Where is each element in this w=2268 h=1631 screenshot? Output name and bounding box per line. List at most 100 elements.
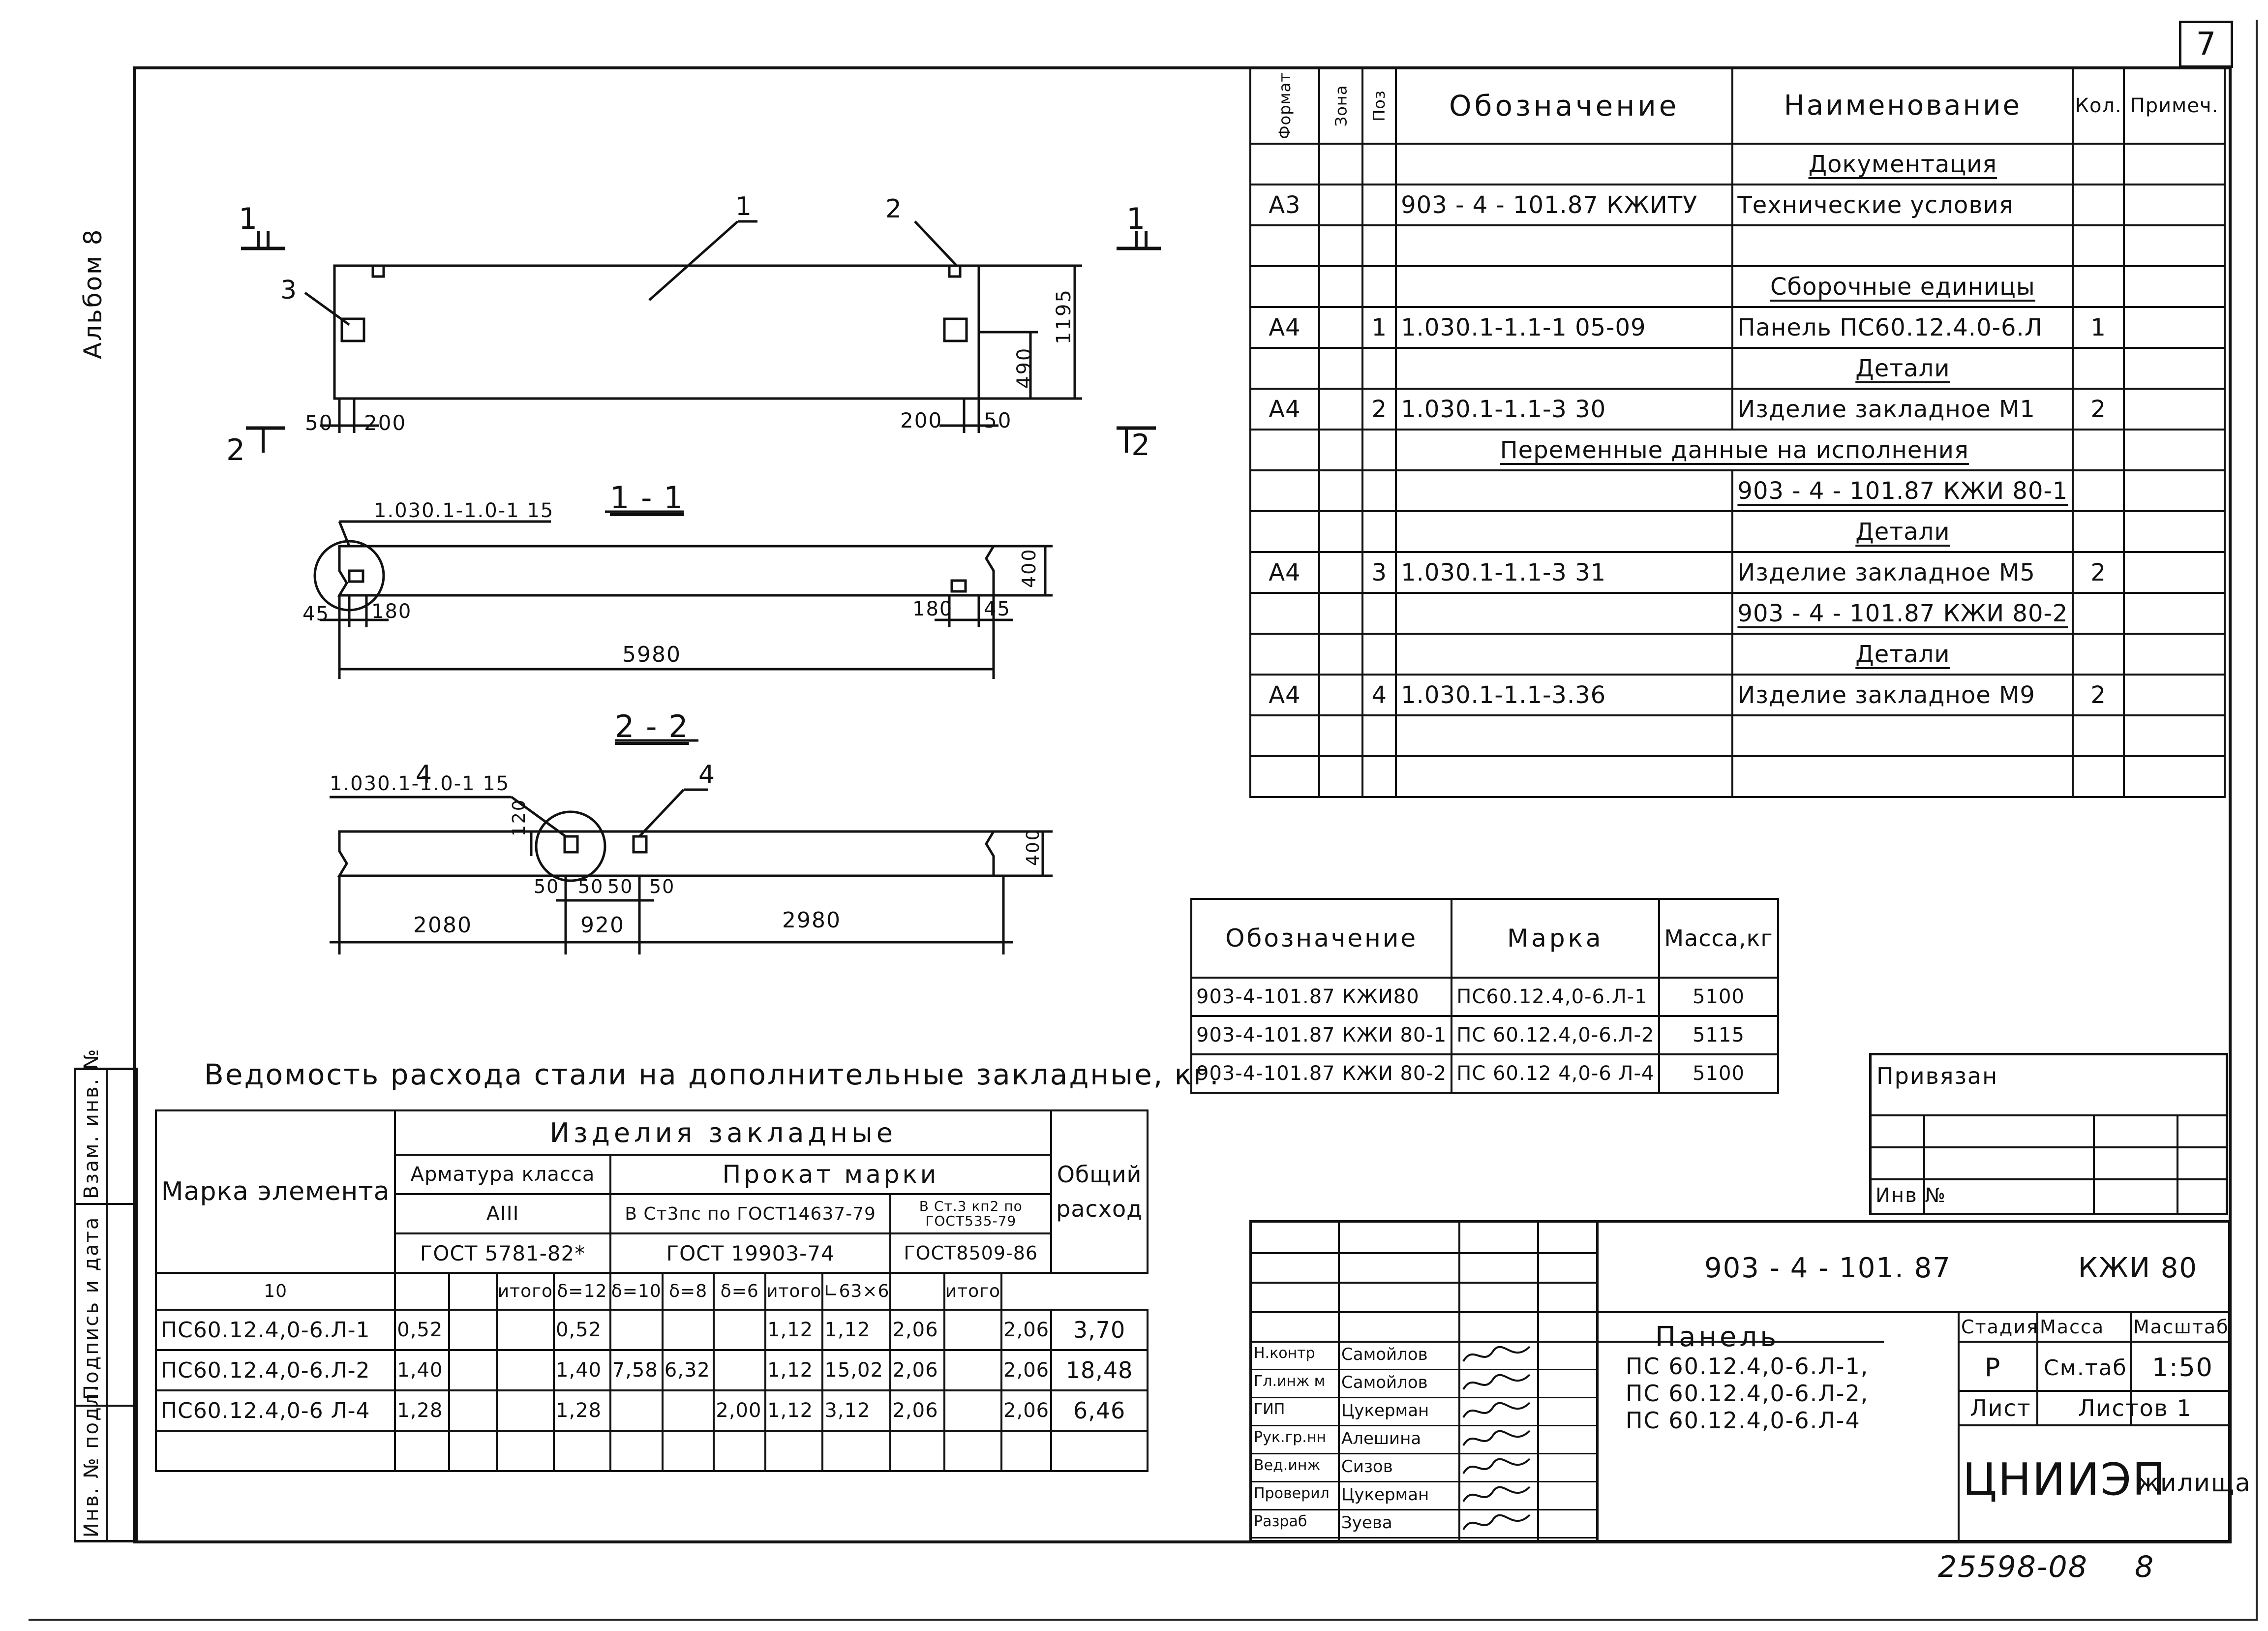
specification-table: Формат Зона Поз Обозначение Наименование… — [1249, 66, 2226, 798]
steel-cell — [764, 1430, 824, 1472]
section-1-mark-right: 1 — [1126, 202, 1147, 236]
spec-cell — [1249, 429, 1320, 471]
spec-cell — [1249, 224, 1320, 267]
mass-cell: ПС 60.12 4,0-6 Л-4 — [1451, 1053, 1661, 1094]
section-11-height: 400 — [1018, 548, 1040, 588]
spec-cell — [1395, 224, 1734, 267]
steel-cell: 0,52 — [553, 1309, 611, 1351]
section-22-title: 2 - 2 — [615, 708, 689, 744]
steel-cell: 1,40 — [553, 1349, 611, 1391]
spec-cell: Документация — [1731, 143, 2074, 185]
spec-cell — [2072, 347, 2125, 390]
spec-cell — [2072, 143, 2125, 185]
steel-title: Ведомость расхода стали на дополнительны… — [204, 1058, 1220, 1091]
spec-cell — [1249, 143, 1320, 185]
steel-h-items: Изделия закладные — [394, 1109, 1053, 1156]
spec-cell — [2072, 184, 2125, 226]
spec-cell: Технические условия — [1731, 184, 2074, 226]
spec-cell — [1318, 184, 1364, 226]
spec-cell: 1.030.1-1.1-3.36 — [1395, 674, 1734, 716]
mass-h-mass: Масса,кг — [1658, 898, 1779, 979]
mass-cell: 5115 — [1658, 1015, 1779, 1055]
spec-cell — [1318, 469, 1364, 512]
title-person-name: Зуева — [1341, 1513, 1392, 1533]
side-stamp: Инв. № подл. Подпись и дата Взам. инв. № — [74, 1047, 138, 1542]
spec-cell — [1731, 755, 2074, 798]
spec-h-designation: Обозначение — [1395, 66, 1734, 145]
spec-cell — [1318, 592, 1364, 635]
spec-cell: 1 — [1361, 306, 1397, 349]
steel-h-gost3: ГОСТ8509-86 — [889, 1232, 1053, 1274]
spec-cell: Сборочные единицы — [1731, 265, 2074, 308]
steel-subheader-cell — [889, 1272, 945, 1311]
title-h-scale: Масштаб — [2133, 1316, 2229, 1338]
sheet-number: 7 — [2179, 21, 2233, 68]
steel-cell: 1,28 — [394, 1389, 450, 1432]
steel-cell: 6,32 — [661, 1349, 715, 1391]
title-person-name: Самойлов — [1341, 1345, 1428, 1364]
title-org: ЦНИИЭП — [1963, 1454, 2167, 1506]
spec-cell — [1249, 469, 1320, 512]
steel-subheader-cell: δ=8 — [661, 1272, 715, 1311]
spec-cell: 903 - 4 - 101.87 КЖИТУ — [1395, 184, 1734, 226]
mass-cell: ПС 60.12.4,0-6.Л-2 — [1451, 1015, 1661, 1055]
callout-1: 1 — [735, 192, 753, 221]
spec-row: Документация — [1249, 143, 2226, 185]
title-person-role: ГИП — [1254, 1401, 1285, 1418]
spec-cell — [1395, 469, 1734, 512]
mass-cell: 5100 — [1658, 1053, 1779, 1094]
spec-cell: 2 — [2072, 388, 2125, 431]
spec-cell: 3 — [1361, 551, 1397, 594]
title-mass: См.таб — [2044, 1355, 2127, 1381]
steel-h-rebar: Арматура класса — [394, 1154, 611, 1195]
spec-h-name: Наименование — [1731, 66, 2074, 145]
footer-page: 8 — [2135, 1550, 2155, 1584]
spec-cell — [1395, 347, 1734, 390]
spec-h-zone: Зона — [1331, 85, 1351, 126]
steel-cell: ПС60.12.4,0-6.Л-2 — [154, 1349, 396, 1391]
section-22-l1: 2080 — [413, 913, 472, 938]
spec-cell: Изделие закладное М5 — [1731, 551, 2074, 594]
steel-row — [154, 1430, 1149, 1472]
steel-h-total: Общий расход — [1050, 1109, 1149, 1274]
title-name-line-2: ПС 60.12.4,0-6.Л-2, — [1626, 1380, 1869, 1407]
title-sheet: Лист — [1970, 1395, 2031, 1421]
steel-cell — [609, 1309, 664, 1351]
spec-row — [1249, 714, 2226, 757]
spec-cell: А4 — [1249, 674, 1320, 716]
spec-cell: 2 — [2072, 551, 2125, 594]
steel-cell — [1000, 1430, 1053, 1472]
privyazan-block: Привязан Инв № — [1869, 1053, 2228, 1215]
steel-cell — [394, 1430, 450, 1472]
steel-h-st3a: В Ст3пс по ГОСТ14637-79 — [609, 1193, 892, 1234]
spec-cell — [1249, 592, 1320, 635]
spec-cell — [2072, 592, 2125, 635]
steel-h-rolled: Прокат марки — [609, 1154, 1053, 1195]
title-name: Панель — [1655, 1321, 1780, 1353]
spec-cell — [2072, 755, 2125, 798]
spec-cell — [1395, 755, 1734, 798]
steel-subheader-cell: итого — [764, 1272, 824, 1311]
mass-cell: ПС60.12.4,0-6.Л-1 — [1451, 977, 1661, 1017]
footer-number: 25598-08 — [1938, 1550, 2088, 1584]
title-person-name: Самойлов — [1341, 1373, 1428, 1392]
steel-cell: 2,06 — [889, 1309, 945, 1351]
steel-subheader-cell: ∟63×6 — [821, 1272, 892, 1311]
steel-cell: 7,58 — [609, 1349, 664, 1391]
spec-cell: Детали — [1731, 510, 2074, 553]
spec-cell — [2072, 265, 2125, 308]
title-person-name: Цукерман — [1341, 1401, 1429, 1420]
dim-h2: 1195 — [1053, 288, 1075, 344]
dim-right-a: 200 — [900, 408, 943, 432]
spec-cell: Переменные данные на исполнения — [1395, 429, 2074, 471]
section-22-ref: 1.030.1-1.0-1 15 — [330, 772, 510, 795]
steel-cell — [943, 1430, 1003, 1472]
spec-cell — [2072, 633, 2125, 676]
spec-cell — [1361, 265, 1397, 308]
steel-h-mark: Марка элемента — [154, 1109, 396, 1274]
signature-icon — [1462, 1514, 1531, 1531]
